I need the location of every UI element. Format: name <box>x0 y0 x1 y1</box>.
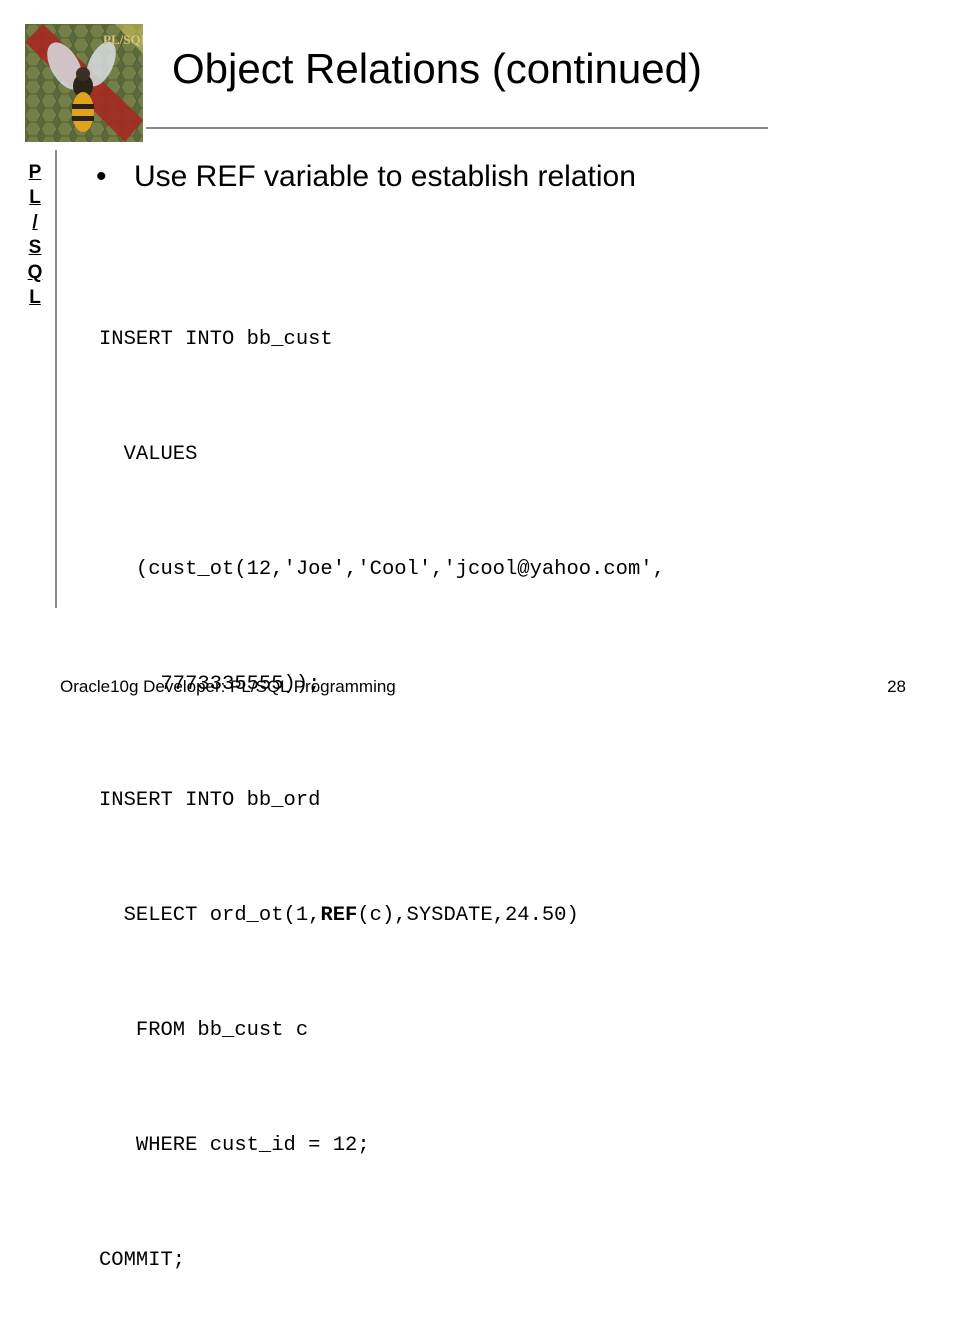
bullet-text: Use REF variable to establish relation <box>134 160 636 193</box>
code-line: SELECT ord_ot(1,REF(c),SYSDATE,24.50) <box>99 897 665 935</box>
side-letter: L <box>29 287 41 308</box>
svg-text:PL/SQL: PL/SQL <box>103 32 143 47</box>
code-line: WHERE cust_id = 12; <box>99 1134 370 1158</box>
side-letter: / <box>32 212 38 233</box>
side-letter: Q <box>27 262 43 283</box>
bullet-dot-icon: • <box>96 160 107 193</box>
code-line: INSERT INTO bb_ord <box>99 788 321 812</box>
side-label: P L / S Q L <box>24 160 46 310</box>
code-line: COMMIT; <box>99 1249 186 1273</box>
code-segment: SELECT ord_ot(1, <box>99 903 321 927</box>
side-divider <box>55 150 57 608</box>
ref-keyword: REF <box>320 903 358 927</box>
bee-logo-icon: PL/SQL <box>25 24 143 142</box>
side-letter: S <box>28 237 42 258</box>
plsql-bee-logo: PL/SQL <box>25 24 143 142</box>
bullet-item: • Use REF variable to establish relation <box>96 160 636 194</box>
code-line: FROM bb_cust c <box>99 1019 309 1043</box>
slide-title: Object Relations (continued) <box>172 45 702 92</box>
side-letter: L <box>29 187 41 208</box>
footer-course-title: Oracle10g Developer: PL/SQL Programming <box>60 677 396 696</box>
page-number: 28 <box>887 677 906 696</box>
code-line: (cust_ot(12,'Joe','Cool','jcool@yahoo.co… <box>99 558 665 582</box>
sql-code-block: INSERT INTO bb_cust VALUES (cust_ot(12,'… <box>99 244 665 1319</box>
side-letter: P <box>28 162 42 183</box>
code-line: INSERT INTO bb_cust <box>99 327 333 351</box>
code-line: VALUES <box>99 443 198 467</box>
title-divider <box>146 127 768 129</box>
code-segment: (c),SYSDATE,24.50) <box>357 903 579 927</box>
code-line: 7773335555)); <box>99 673 321 697</box>
